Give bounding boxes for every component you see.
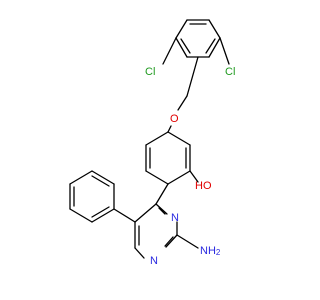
phenol-ring bbox=[145, 131, 191, 185]
bond-ring-ch2 bbox=[186, 56, 199, 97]
amine-nh-label: NH bbox=[200, 245, 216, 257]
amine-subscript-label: 2 bbox=[216, 248, 221, 257]
ether-oxygen-label: O bbox=[170, 113, 179, 125]
molecule-diagram: Cl Cl O HO N N NH2 bbox=[69, 19, 235, 267]
phenyl-ring bbox=[69, 170, 115, 223]
bond-cl-left bbox=[162, 37, 177, 65]
bond-c-oh bbox=[189, 170, 199, 183]
bond-cl-right bbox=[219, 37, 230, 65]
structure-canvas: Cl Cl O HO N N NH2 bbox=[69, 19, 236, 267]
dichlorophenyl-ring bbox=[175, 19, 221, 58]
hydroxyl-label: HO bbox=[195, 180, 212, 192]
amine-label: NH2 bbox=[200, 245, 221, 257]
bond-c-nh2 bbox=[176, 234, 199, 249]
bond-ch2-o bbox=[177, 95, 188, 111]
chlorine-left-label: Cl bbox=[145, 66, 155, 78]
pyrimidine-n-bottom-label: N bbox=[150, 255, 158, 267]
pyrimidine-ring bbox=[134, 203, 178, 259]
bond-pyrimidine-phenyl bbox=[113, 208, 136, 223]
bond-o-aryl bbox=[167, 125, 172, 133]
chlorine-right-label: Cl bbox=[225, 66, 235, 78]
bond-phenol-pyrimidine bbox=[155, 183, 169, 205]
pyrimidine-n-top-label: N bbox=[171, 212, 179, 224]
